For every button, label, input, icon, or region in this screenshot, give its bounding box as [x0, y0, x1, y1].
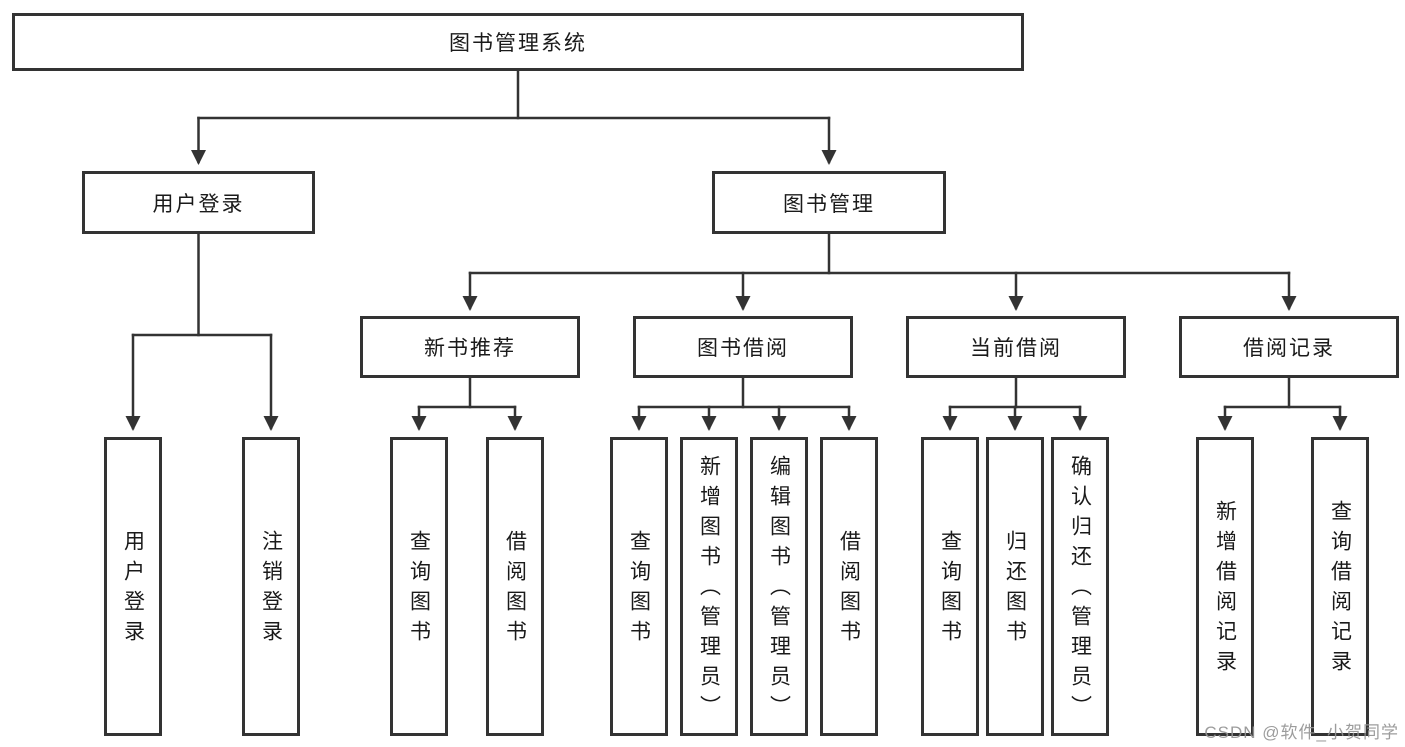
node-book-borrow: 图书借阅 — [633, 316, 853, 378]
leaf-recommend-borrow-book: 借阅图书 — [486, 437, 544, 736]
leaf-confirm-return-admin: 确认归还（管理员） — [1051, 437, 1109, 736]
node-library-management-system: 图书管理系统 — [12, 13, 1024, 71]
node-new-book-recommend: 新书推荐 — [360, 316, 580, 378]
leaf-add-book-admin: 新增图书（管理员） — [680, 437, 738, 736]
node-borrow-record: 借阅记录 — [1179, 316, 1399, 378]
leaf-user-login: 用户登录 — [104, 437, 162, 736]
leaf-add-borrow-record: 新增借阅记录 — [1196, 437, 1254, 736]
leaf-borrow-query-book: 查询图书 — [610, 437, 668, 736]
node-user-login: 用户登录 — [82, 171, 315, 234]
watermark: CSDN @软件_小贺同学 — [1204, 723, 1399, 742]
leaf-logout: 注销登录 — [242, 437, 300, 736]
node-current-borrow: 当前借阅 — [906, 316, 1126, 378]
leaf-edit-book-admin: 编辑图书（管理员） — [750, 437, 808, 736]
leaf-recommend-query-book: 查询图书 — [390, 437, 448, 736]
leaf-return-book: 归还图书 — [986, 437, 1044, 736]
leaf-borrow-book: 借阅图书 — [820, 437, 878, 736]
leaf-current-query-book: 查询图书 — [921, 437, 979, 736]
leaf-query-borrow-record: 查询借阅记录 — [1311, 437, 1369, 736]
node-book-management: 图书管理 — [712, 171, 946, 234]
